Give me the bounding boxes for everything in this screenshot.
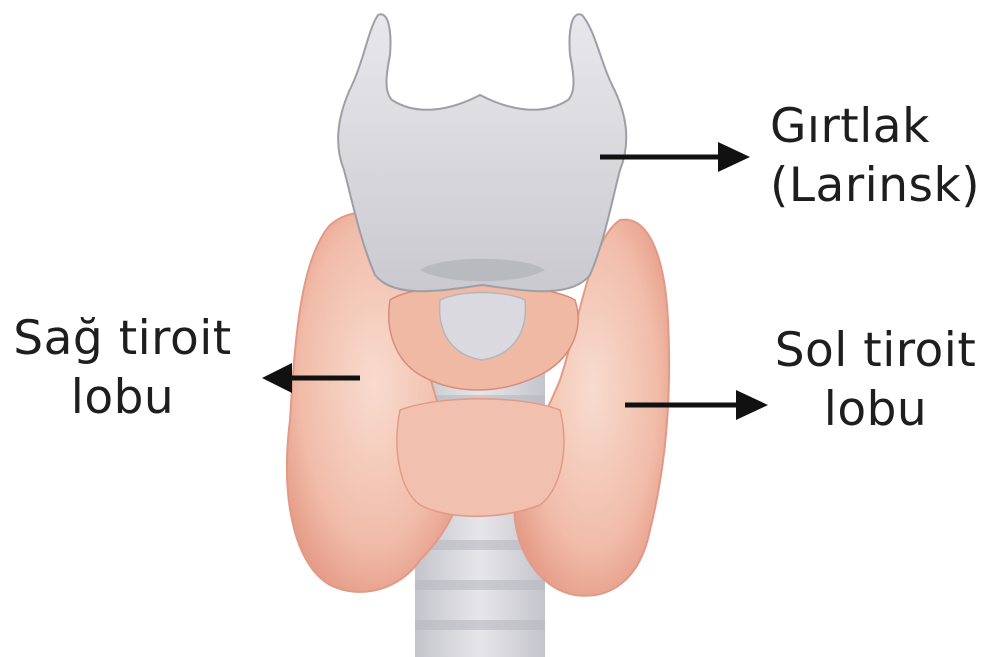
larynx-label-line2: (Larinsk): [770, 157, 980, 216]
right-lobe-label-line1: Sağ tiroit: [10, 310, 235, 369]
thyroid-isthmus: [397, 399, 564, 517]
larynx-cartilage: [338, 14, 626, 291]
left-lobe-label-line2: lobu: [773, 381, 978, 440]
left-lobe-label-line1: Sol tiroit: [773, 322, 978, 381]
left-lobe-label: Sol tiroit lobu: [773, 322, 978, 440]
right-lobe-label: Sağ tiroit lobu: [10, 310, 235, 428]
right-lobe-label-line2: lobu: [10, 369, 235, 428]
larynx-label-line1: Gırtlak: [770, 98, 980, 157]
larynx-label: Gırtlak (Larinsk): [770, 98, 980, 216]
